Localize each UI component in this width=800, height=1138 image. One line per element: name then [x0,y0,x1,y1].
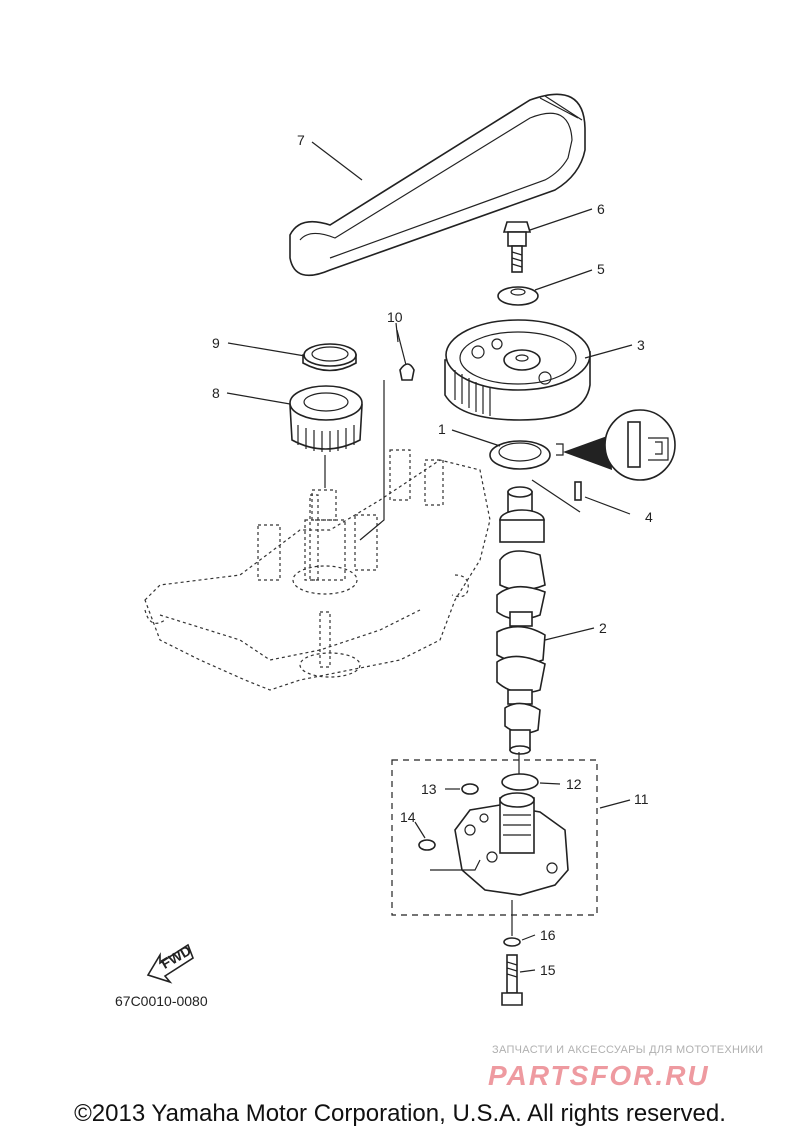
woodruff-key-10[interactable] [396,329,415,381]
bolt-6[interactable] [502,221,532,273]
camshaft-2[interactable] [496,486,546,755]
callout-5: 5 [597,261,605,277]
callout-1: 1 [438,421,446,437]
callout-14: 14 [400,809,416,825]
diagram-code: 67C0010-0080 [115,993,208,1009]
callout-8: 8 [212,385,220,401]
callout-16: 16 [540,927,556,943]
o-ring-14[interactable] [418,839,481,871]
oil-pump-11[interactable] [454,792,569,896]
watermark-tagline: ЗАПЧАСТИ И АКСЕССУАРЫ ДЛЯ МОТОТЕХНИКИ [492,1044,764,1056]
engine-block-outline [144,380,491,691]
copyright-notice: ©2013 Yamaha Motor Corporation, U.S.A. A… [74,1100,726,1127]
callout-15: 15 [540,962,556,978]
washer-5[interactable] [497,286,539,306]
callout-11: 11 [634,791,649,807]
washer-16[interactable] [503,937,521,947]
callout-13: 13 [421,781,437,797]
grease-symbol-icon [563,409,676,481]
dowel-pin-4[interactable] [531,479,582,513]
o-ring-12[interactable] [501,773,539,791]
oil-seal-9[interactable] [302,343,357,372]
camshaft-pulley[interactable] [444,319,591,421]
oil-pump-group-box [391,759,598,916]
oil-seal-1[interactable] [489,440,564,470]
callout-4: 4 [645,509,653,525]
callout-7: 7 [297,132,305,148]
bolt-15[interactable] [501,954,523,1006]
callout-6: 6 [597,201,605,217]
fwd-arrow-icon: FWD [146,942,194,984]
callout-12: 12 [566,776,582,792]
timing-belt[interactable] [289,93,586,277]
watermark-logo: PARTSFOR.RU [488,1060,710,1091]
callout-9: 9 [212,335,220,351]
leader-lines [226,141,633,973]
callout-10: 10 [387,309,403,325]
pulley-8[interactable] [289,385,363,452]
o-ring-13[interactable] [461,783,479,795]
callout-2: 2 [599,620,607,636]
callout-3: 3 [637,337,645,353]
